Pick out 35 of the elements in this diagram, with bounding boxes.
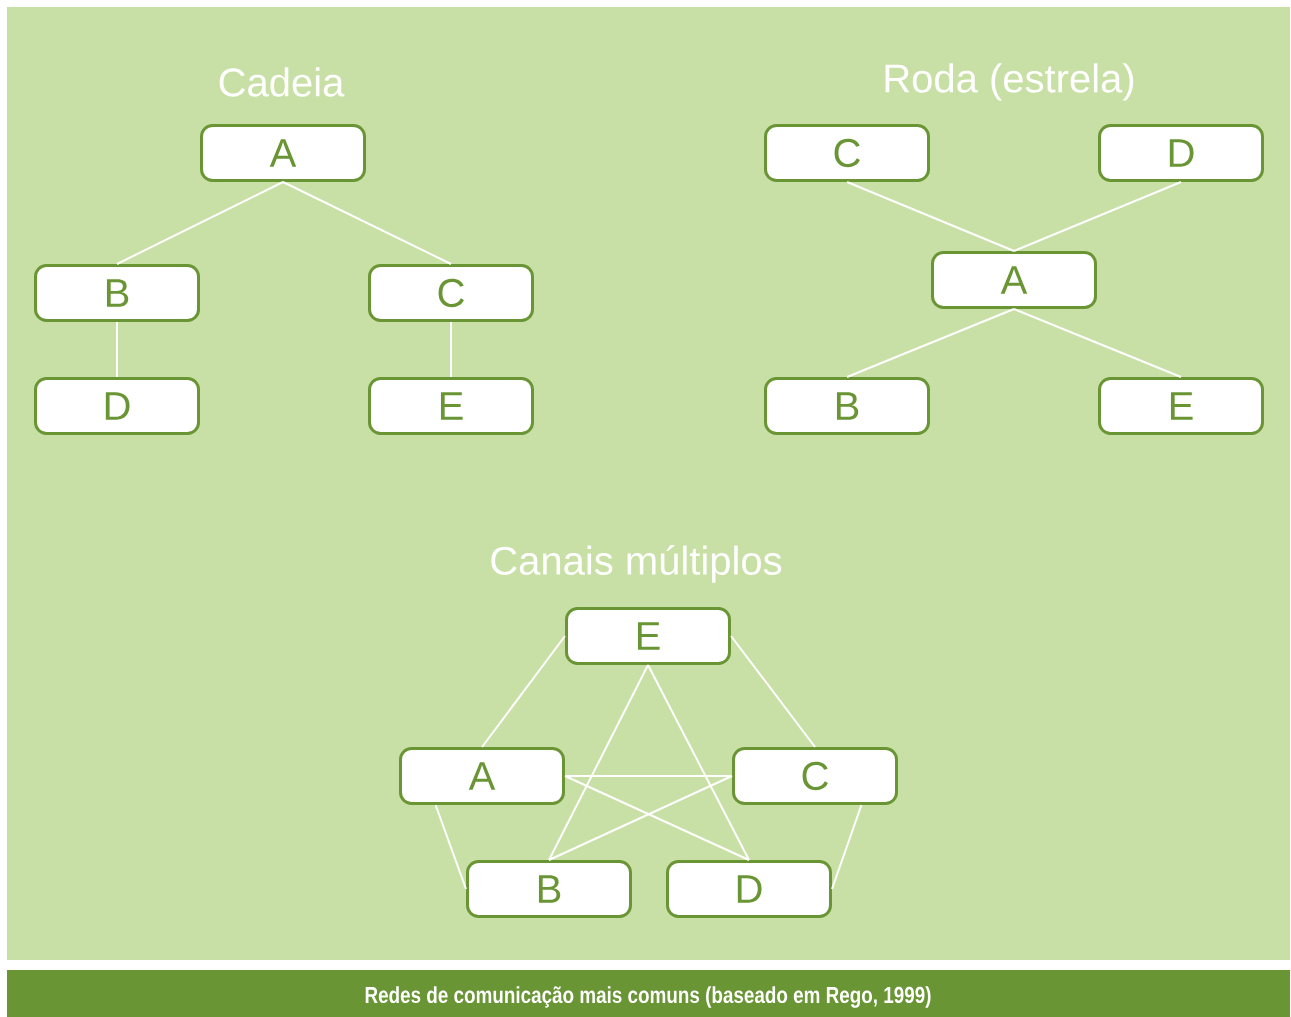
connector-line <box>116 321 118 378</box>
section-heading: Canais múltiplos <box>491 545 782 583</box>
connector-line <box>548 664 649 861</box>
connector-line <box>1013 181 1182 252</box>
connector-line <box>282 181 452 265</box>
connector-line <box>450 321 452 378</box>
connector-line <box>564 775 750 861</box>
letter-box: A <box>200 124 366 182</box>
letter-box: E <box>565 607 731 665</box>
letter-box: D <box>666 860 832 918</box>
connector-line <box>116 181 284 265</box>
letter-box: E <box>1098 377 1264 435</box>
connector-line <box>481 635 566 748</box>
letter-box: A <box>399 747 565 805</box>
connector-line <box>846 308 1015 378</box>
connector-line <box>548 775 733 861</box>
letter-box: C <box>764 124 930 182</box>
letter-box: C <box>368 264 534 322</box>
section-heading: Roda (estrela) <box>885 63 1134 101</box>
connector-line <box>647 664 750 861</box>
letter-box: B <box>764 377 930 435</box>
letter-box: E <box>368 377 534 435</box>
connector-line <box>831 804 863 890</box>
letter-box: B <box>34 264 200 322</box>
connector-line <box>434 804 467 890</box>
connector-line <box>846 181 1015 252</box>
connector-line <box>564 775 733 777</box>
letter-box: D <box>1098 124 1264 182</box>
letter-box: C <box>732 747 898 805</box>
connector-line <box>730 635 816 748</box>
letter-box: A <box>931 251 1097 309</box>
connector-line <box>1013 308 1182 378</box>
caption-bar: Redes de comunicação mais comuns (baseado em Rego, 1999) <box>7 970 1290 1017</box>
letter-box: B <box>466 860 632 918</box>
letter-box: D <box>34 377 200 435</box>
